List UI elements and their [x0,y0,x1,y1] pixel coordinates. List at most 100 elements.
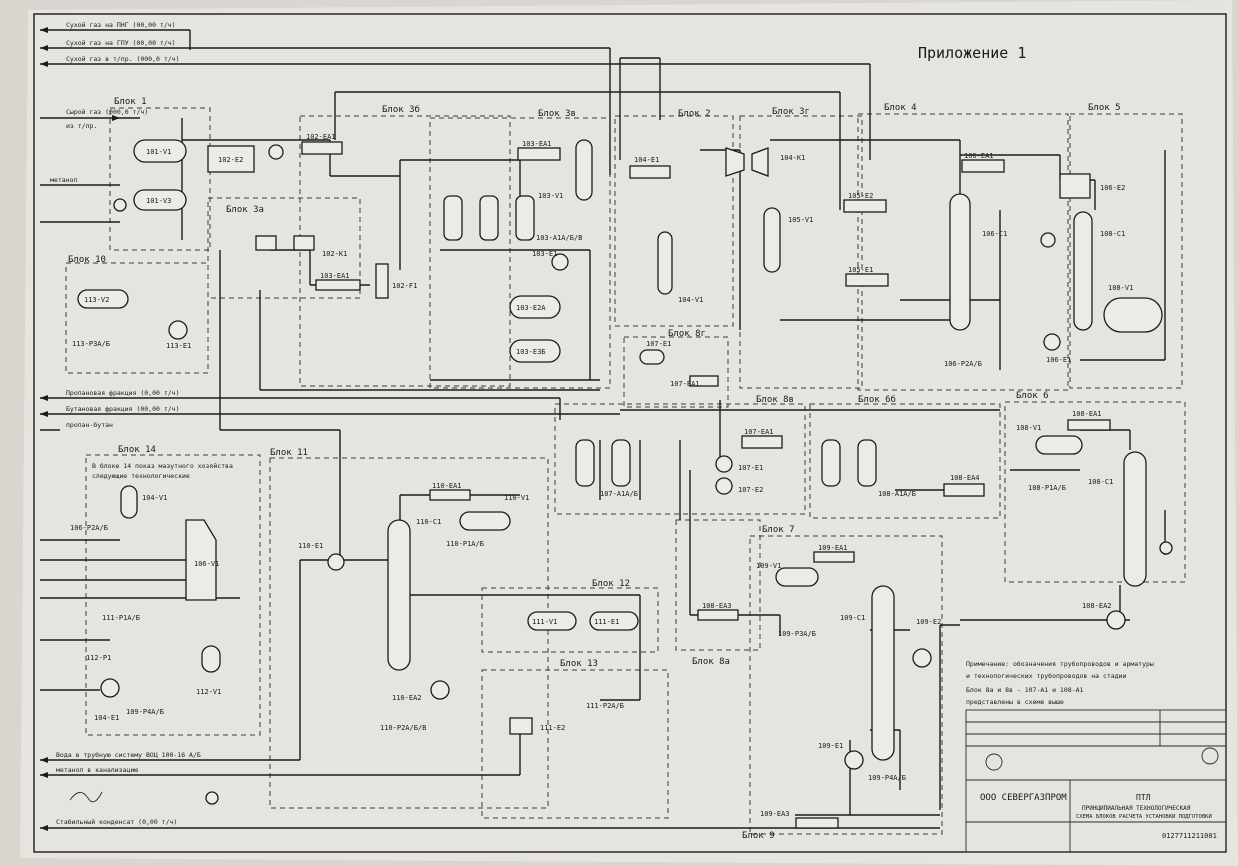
heater-103-e2a [509,295,561,319]
separator-105-v1 [763,207,781,273]
tag: 106-E1 [1046,356,1071,364]
tag: 104-V1 [142,494,167,502]
tag: 104-K1 [780,154,805,162]
air-cooler-106-ea1 [961,159,1005,173]
stream-label: Сухой газ на ГПУ (00,00 т/ч) [66,39,176,47]
tag: 102-EA1 [306,133,336,141]
title-line-2: СХЕМА БЛОКОВ РАСЧЕТА УСТАНОВКИ ПОДГОТОВК… [1076,814,1212,820]
tag: 107-A1А/Б [600,490,638,498]
stream-label: Пропановая фракция (0,00 т/ч) [66,389,180,397]
label-block-8v: Блок 8в [756,395,794,405]
tag: 109-P3А/Б [778,630,816,638]
tag: 111-E1 [594,618,619,626]
frame-block-3a [207,197,361,299]
tag: 109-EA1 [818,544,848,552]
tag: 109-E1 [818,742,843,750]
tag: 101-V1 [146,148,171,156]
note-line: Примечание: обозначения трубопроводов и … [966,660,1154,668]
air-cooler-103-ea2 [517,147,561,161]
air-cooler-107-ea2 [689,375,719,387]
tag: 108-A1А/Б [878,490,916,498]
tag: 108-EA3 [702,602,732,610]
tag: 112-P1 [86,654,111,662]
tag: 109-C1 [840,614,865,622]
heater-107-e2 [715,477,733,495]
column-108-c1 [1073,211,1093,331]
air-cooler-107-ea1 [741,435,783,449]
adsorber-107-a1a [575,439,595,487]
tag: 110-EA2 [392,694,422,702]
vessel-113-v2 [77,289,129,309]
tag: 110-C1 [416,518,441,526]
tag: 106-C1 [982,230,1007,238]
note-line: Блок 8а и 8в - 107-А1 и 108-А1 [966,686,1083,694]
tag: 103-EA1 [522,140,552,148]
tag: 102-F1 [392,282,417,290]
reboiler-108-e1 [1106,610,1126,630]
tag: 106-E2 [1100,184,1125,192]
tag: 109-E2 [916,618,941,626]
tag: 111-E2 [540,724,565,732]
frame-block-5 [1069,113,1183,389]
label-block-7: Блок 7 [762,525,795,535]
stream-label: пропан-бутан [66,421,113,429]
tag: 104-E1 [94,714,119,722]
tag: 103-V1 [538,192,563,200]
heater-103-e1 [551,253,569,271]
label-block-8g: Блок 8г [668,329,706,339]
frame-block-6b [809,403,1001,519]
tag: 103-EA1 [320,272,350,280]
tag: 113-E1 [166,342,191,350]
heater-104-e1 [100,678,120,698]
tag: 109-EA3 [760,810,790,818]
frame-block-3v [429,117,611,389]
title-block: ООО СЕВЕРГАЗПРОМ ПТЛ ПРИНЦИПИАЛЬНАЯ ТЕХН… [965,709,1227,853]
adsorber-b [479,195,499,241]
air-cooler-108-ea4 [943,483,985,497]
sheet-border [33,13,1227,853]
exchanger-106-e2 [1059,173,1091,199]
frame-block-6 [1004,401,1186,583]
adsorber-107-a1b [611,439,631,487]
furnace-106-h1 [185,519,217,601]
stream-labels: Сухой газ на ПНГ (00,00 т/ч) Сухой газ н… [50,21,233,826]
compressor-102-k1a [255,235,277,251]
tag: 108-V1 [1016,424,1041,432]
legend-line: В блоке 14 показ мазутного хозяйства [92,462,233,470]
tag: 110-P2А/Б/В [380,724,426,732]
signature-mark [69,791,103,803]
heat-exchanger-101-e1 [207,145,255,173]
instrument-bubble [268,144,284,160]
block-labels: Блок 1 Блок 3б Блок 3в Блок 2 Блок 3г Бл… [68,97,1121,841]
frame-block-11 [269,457,549,809]
instrument-bubble [1040,232,1056,248]
tag: 103-E2А [516,304,546,312]
frame-block-3b [299,115,511,387]
heater-107-e1 [715,455,733,473]
note-line: представлены в схеме выше [966,698,1064,706]
frame-block-12 [481,587,659,653]
column-106-c1 [949,193,971,331]
stamp-seal [1201,747,1219,765]
separator-107-v1 [639,349,665,365]
label-block-13: Блок 13 [560,659,598,669]
adsorber-a [443,195,463,241]
label-block-4: Блок 4 [884,103,917,113]
label-block-3b: Блок 3б [382,104,420,115]
vessel-108-v1 [1103,297,1163,333]
instrument-bubble [113,198,127,212]
tag: 104-E1 [634,156,659,164]
compressor-102-k1b [293,235,315,251]
tag: 106-P2А/Б [70,524,108,532]
tag: 106-P2А/Б [944,360,982,368]
tag: 108-P1А/Б [1028,484,1066,492]
label-block-6b: Блок 6б [858,394,896,405]
tag: 108-V1 [1108,284,1133,292]
vessel-104-v1 [120,485,138,519]
stream-label: Бутановая фракция (00,00 т/ч) [66,405,180,413]
reboiler-110-e2 [430,680,450,700]
air-cooler-103-ea1 [315,279,361,291]
reboiler-109-e1 [844,750,864,770]
label-block-3a: Блок 3а [226,205,264,215]
